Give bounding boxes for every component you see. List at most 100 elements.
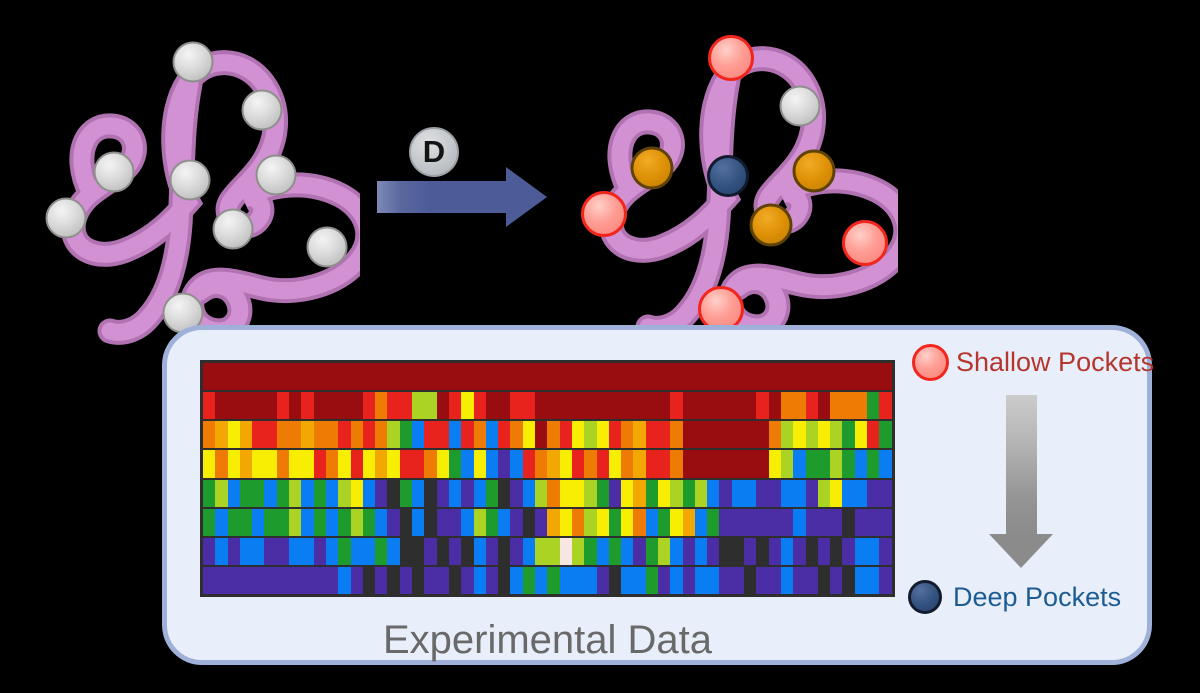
heatmap-cell: [387, 537, 400, 565]
heatmap-cell: [608, 450, 622, 478]
heatmap-cell: [313, 537, 326, 565]
heatmap-cell: [817, 537, 831, 565]
heatmap-cell: [325, 392, 339, 420]
heatmap-cell: [362, 508, 376, 536]
heatmap-cell: [633, 537, 646, 565]
heatmap-cell: [473, 450, 486, 478]
heatmap-cell: [375, 392, 388, 420]
heatmap-cell: [313, 479, 326, 507]
heatmap-cell: [768, 392, 781, 420]
heatmap-cell: [252, 363, 265, 391]
heatmap-cell: [301, 421, 314, 449]
heatmap-cell: [731, 363, 745, 391]
heatmap-cell: [621, 566, 634, 594]
heatmap-cell: [276, 508, 290, 536]
heatmap-cell: [289, 450, 302, 478]
heatmap-cell: [362, 363, 376, 391]
heatmap-cell: [436, 421, 449, 449]
heatmap-cell: [227, 392, 240, 420]
heatmap-cell: [571, 363, 585, 391]
heatmap-cell: [203, 450, 216, 478]
heatmap-cell: [412, 363, 425, 391]
heatmap-cell: [239, 392, 253, 420]
heatmap-cell: [239, 479, 253, 507]
heatmap-cell: [670, 479, 683, 507]
heatmap-cell: [694, 537, 708, 565]
heatmap-cell: [215, 392, 228, 420]
heatmap-cell: [375, 421, 388, 449]
heatmap-cell: [424, 450, 437, 478]
heatmap-cell: [510, 566, 523, 594]
heatmap-cell: [203, 479, 216, 507]
heatmap-cell: [485, 450, 499, 478]
heatmap-cell: [867, 537, 880, 565]
heatmap-cell: [694, 363, 708, 391]
heatmap-cell: [498, 421, 511, 449]
heatmap-cell: [719, 566, 732, 594]
heatmap-cell: [854, 537, 868, 565]
heatmap-cell: [547, 479, 560, 507]
heatmap-cell: [448, 363, 462, 391]
heatmap-cell: [633, 479, 646, 507]
heatmap-cell: [203, 508, 216, 536]
heatmap-cell: [252, 392, 265, 420]
heatmap-cell: [731, 421, 745, 449]
heatmap-cell: [547, 392, 560, 420]
heatmap-cell: [325, 363, 339, 391]
heatmap-cell: [805, 537, 818, 565]
salmon-pocket-sphere: [581, 191, 627, 237]
heatmap-cell: [362, 421, 376, 449]
heatmap-cell: [498, 566, 511, 594]
heatmap-cell: [375, 537, 388, 565]
heatmap-cell: [584, 363, 597, 391]
heatmap-cell: [412, 508, 425, 536]
heatmap-cell: [731, 450, 745, 478]
heatmap-cell: [276, 479, 290, 507]
heatmap-cell: [744, 421, 757, 449]
probe-sphere: [169, 159, 211, 201]
heatmap-cell: [412, 421, 425, 449]
heatmap-cell: [780, 508, 794, 536]
heatmap-cell: [325, 566, 339, 594]
heatmap-cell: [313, 450, 326, 478]
heatmap-cell: [842, 392, 855, 420]
heatmap-cell: [301, 363, 314, 391]
heatmap-cell: [596, 363, 609, 391]
heatmap-cell: [731, 537, 745, 565]
heatmap-cell: [510, 450, 523, 478]
heatmap-cell: [854, 479, 868, 507]
heatmap-cell: [375, 479, 388, 507]
heatmap-cell: [719, 392, 732, 420]
heatmap-cell: [252, 537, 265, 565]
heatmap-cell: [645, 479, 658, 507]
heatmap-cell: [461, 479, 474, 507]
heatmap-cell: [707, 479, 720, 507]
heatmap-cell: [338, 363, 351, 391]
heatmap-cell: [596, 392, 609, 420]
heatmap-cell: [387, 363, 400, 391]
heatmap-cell: [448, 450, 462, 478]
heatmap-cell: [793, 566, 806, 594]
heatmap-cell: [793, 537, 806, 565]
heatmap-cell: [584, 392, 597, 420]
heatmap-cell: [559, 421, 572, 449]
heatmap-cell: [584, 537, 597, 565]
heatmap-cell: [805, 421, 818, 449]
heatmap-cell: [731, 508, 745, 536]
heatmap-cell: [633, 392, 646, 420]
heatmap-cell: [485, 421, 499, 449]
heatmap-cell: [239, 508, 253, 536]
heatmap-cell: [830, 363, 843, 391]
heatmap-cell: [756, 450, 769, 478]
heatmap-cell: [584, 450, 597, 478]
heatmap-cell: [670, 450, 683, 478]
heatmap-cell: [793, 450, 806, 478]
heatmap-cell: [301, 566, 314, 594]
heatmap-cell: [657, 363, 671, 391]
heatmap-cell: [633, 363, 646, 391]
heatmap-cell: [571, 421, 585, 449]
heatmap-cell: [645, 450, 658, 478]
heatmap-cell: [387, 421, 400, 449]
heatmap-cell: [694, 392, 708, 420]
heatmap-cell: [325, 537, 339, 565]
